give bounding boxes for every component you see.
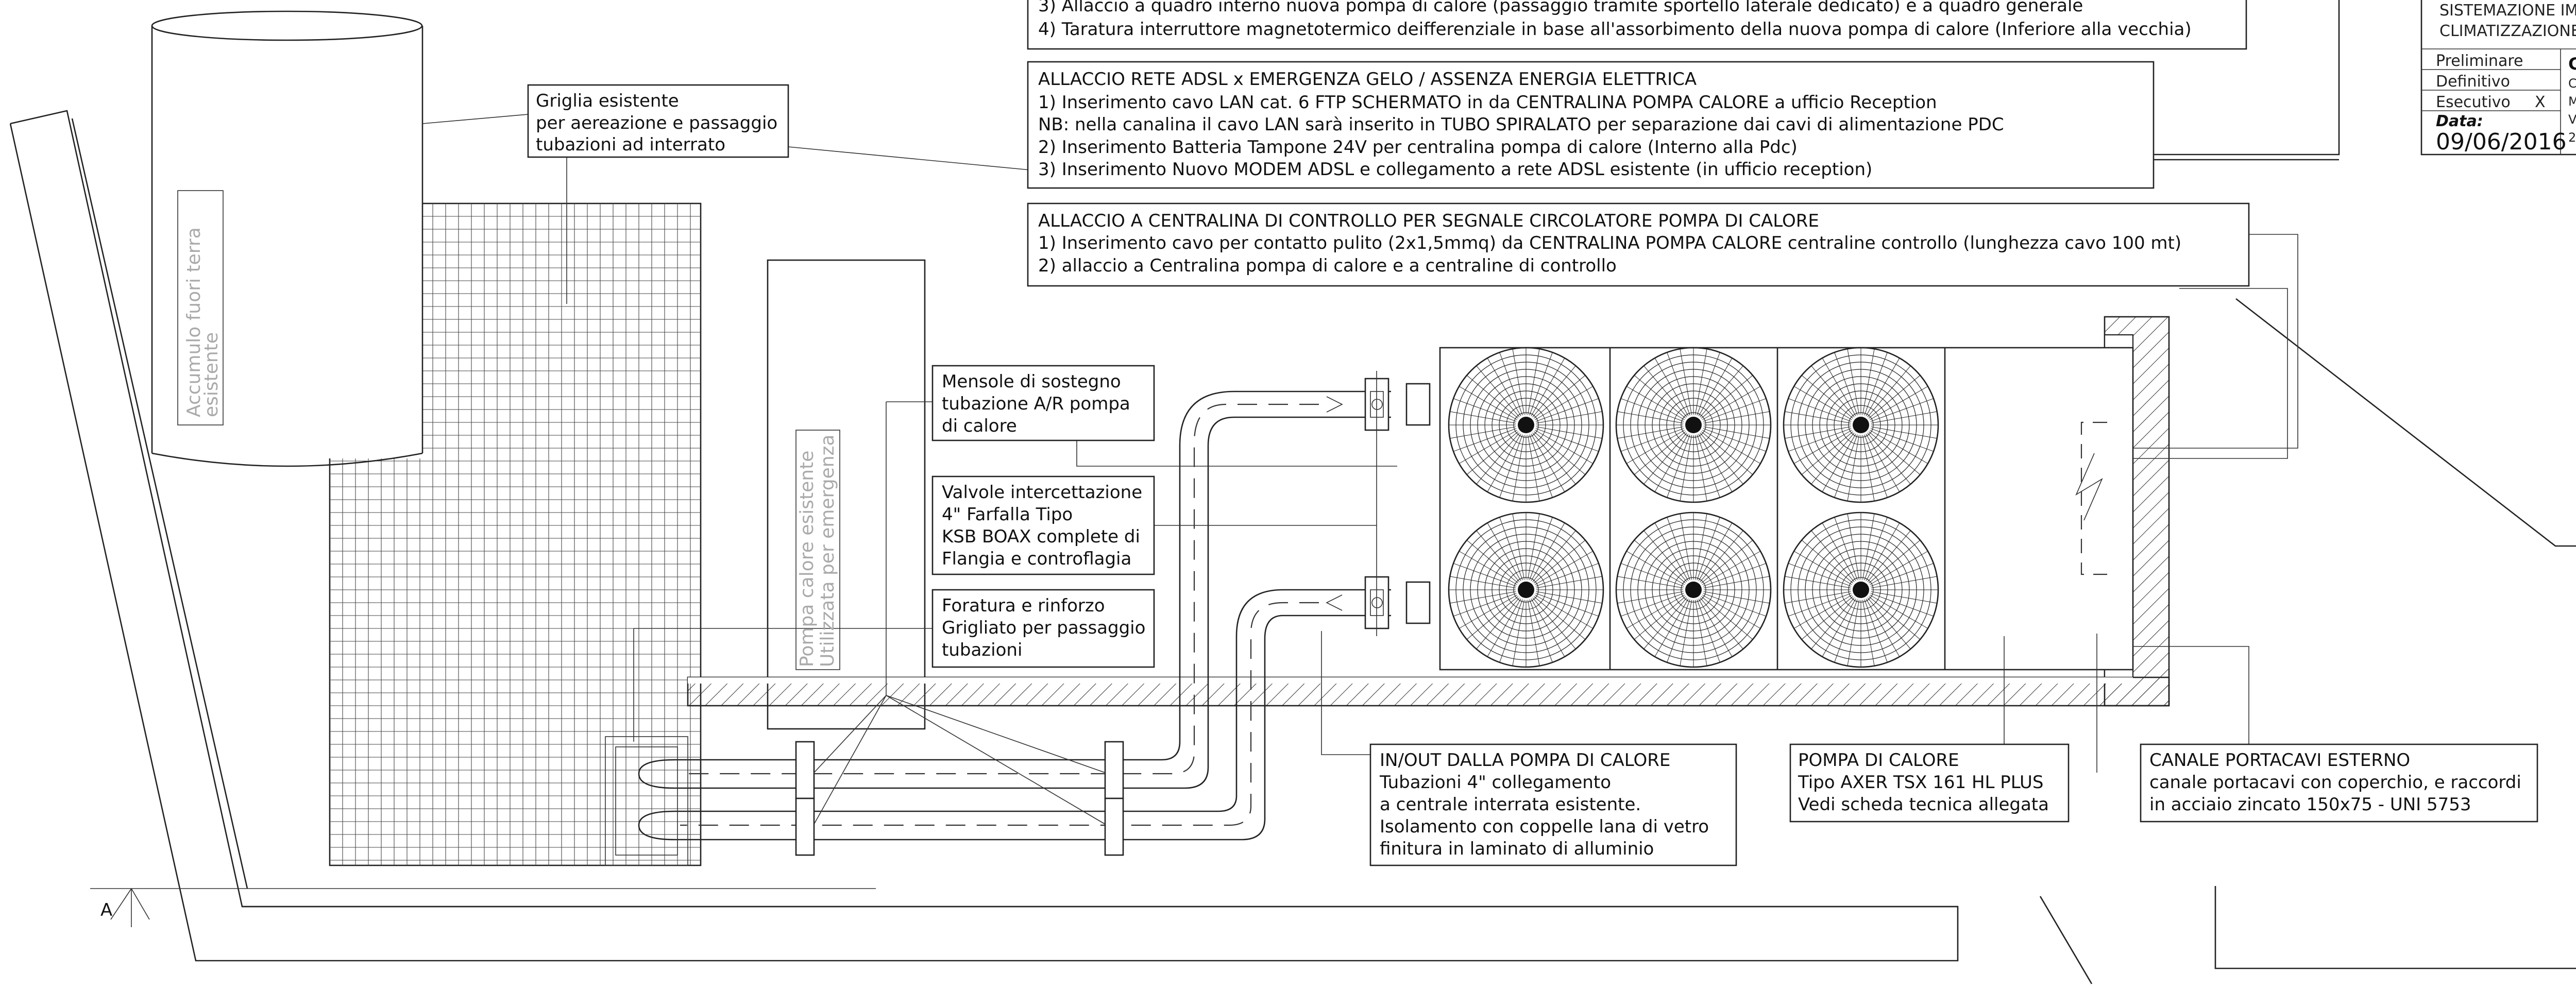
fan-icon: [1448, 347, 1604, 503]
inout-box: [1369, 743, 1737, 866]
title-block: SISTEMAZIONE IMPIA CLIMATIZZAZIONE IN Pr…: [2420, 0, 2576, 156]
old-pump-label-2: Utilizzata per emergenza: [817, 435, 838, 668]
heat-pump-unit: [1439, 347, 2134, 671]
control-line-1: 1) Inserimento cavo per contatto pulito …: [1038, 233, 2181, 253]
fan-icon: [1783, 347, 1939, 503]
tb-header-1: SISTEMAZIONE IMPIA: [2439, 2, 2576, 20]
tb-phase-1: Preliminare: [2436, 52, 2523, 70]
mensole-box: [931, 365, 1155, 441]
adsl-line-3: 2) Inserimento Batteria Tampone 24V per …: [1038, 137, 1798, 158]
canale-line-2: canale portacavi con coperchio, e raccor…: [2149, 772, 2521, 793]
canale-line-1: CANALE PORTACAVI ESTERNO: [2149, 750, 2410, 771]
foratura-line-1: Foratura e rinforzo: [942, 595, 1105, 616]
existing-heat-pump: [767, 259, 926, 730]
canale-box: [2140, 743, 2538, 823]
tank-label-2: esistente: [201, 332, 222, 417]
pipes: [605, 371, 1431, 866]
tb-header-2: CLIMATIZZAZIONE IN: [2439, 22, 2576, 40]
valvole-line-4: Flangia e controflagia: [942, 549, 1131, 569]
griglia-line-1: Griglia esistente: [536, 91, 679, 111]
foratura-line-2: Grigliato per passaggio: [942, 618, 1145, 638]
adsl-title: ALLACCIO RETE ADSL x EMERGENZA GELO / AS…: [1038, 69, 1697, 90]
fan-icon: [1783, 511, 1939, 668]
top-notes-box: [1027, 0, 2247, 50]
griglia-line-2: per aereazione e passaggio: [536, 113, 777, 133]
pompa-box: [1789, 743, 2070, 823]
mensole-line-1: Mensole di sostegno: [942, 371, 1121, 392]
adsl-line-4: 3) Inserimento Nuovo MODEM ADSL e colleg…: [1038, 159, 1872, 180]
foratura-line-3: tubazioni: [942, 640, 1022, 660]
control-title: ALLACCIO A CENTRALINA DI CONTROLLO PER S…: [1038, 211, 1819, 231]
valvole-line-1: Valvole intercettazione: [942, 482, 1142, 503]
control-box: [1027, 202, 2250, 287]
adsl-box: [1027, 61, 2155, 189]
top-note-4: 4) Taratura interruttore magnetotermico …: [1038, 19, 2192, 40]
adsl-line-1: 1) Inserimento cavo LAN cat. 6 FTP SCHER…: [1038, 92, 1937, 113]
tb-phase-2: Definitivo: [2436, 73, 2510, 91]
section-label: A: [100, 900, 112, 920]
mensole-line-2: tubazione A/R pompa: [942, 394, 1130, 414]
valvole-line-2: 4" Farfalla Tipo: [942, 504, 1073, 525]
inout-line-4: Isolamento con coppelle lana di vetro: [1380, 816, 1709, 837]
tb-side-4: 2508: [2568, 130, 2576, 145]
building-outline: [9, 0, 2576, 984]
tb-phase-marker: X: [2535, 93, 2546, 111]
griglia-box: [527, 84, 789, 158]
top-note-3: 3) Allaccio a quadro interno nuova pompa…: [1038, 0, 2083, 16]
tb-side-3: Via: [2568, 112, 2576, 127]
fan-icon: [1448, 511, 1604, 668]
tb-phase-3: Esecutivo: [2436, 93, 2511, 111]
pompa-line-1: POMPA DI CALORE: [1798, 750, 1959, 771]
canale-line-3: in acciaio zincato 150x75 - UNI 5753: [2149, 794, 2471, 815]
adsl-line-2: NB: nella canalina il cavo LAN sarà inse…: [1038, 114, 2004, 135]
inout-line-1: IN/OUT DALLA POMPA DI CALORE: [1380, 750, 1670, 771]
valvole-line-3: KSB BOAX complete di: [942, 526, 1140, 547]
tb-date-value: 09/06/2016: [2436, 129, 2567, 155]
inout-line-3: a centrale interrata esistente.: [1380, 794, 1641, 815]
old-pump-label-1: Pompa calore esistente: [796, 451, 818, 667]
fan-icon: [1615, 511, 1772, 668]
section-marker: A: [90, 888, 876, 927]
pompa-line-3: Vedi scheda tecnica allegata: [1798, 794, 2049, 815]
griglia-line-3: tubazioni ad interrato: [536, 134, 725, 155]
inout-line-2: Tubazioni 4" collegamento: [1379, 772, 1611, 793]
foratura-box: [931, 589, 1155, 668]
tb-side-1: Con: [2568, 76, 2576, 91]
tank-label-1: Accumulo fuori terra: [183, 227, 205, 417]
mensole-line-3: di calore: [942, 416, 1017, 436]
tb-side-text: CO: [2568, 54, 2576, 74]
control-line-2: 2) allaccio a Centralina pompa di calore…: [1038, 255, 1617, 276]
fan-icon: [1615, 347, 1772, 503]
inout-line-5: finitura in laminato di alluminio: [1380, 839, 1654, 859]
storage-tank: [151, 10, 423, 467]
pompa-line-2: Tipo AXER TSX 161 HL PLUS: [1798, 772, 2044, 793]
tb-side-2: Mac: [2568, 94, 2576, 109]
valvole-box: [931, 475, 1155, 575]
tb-date-label: Data:: [2436, 112, 2483, 130]
